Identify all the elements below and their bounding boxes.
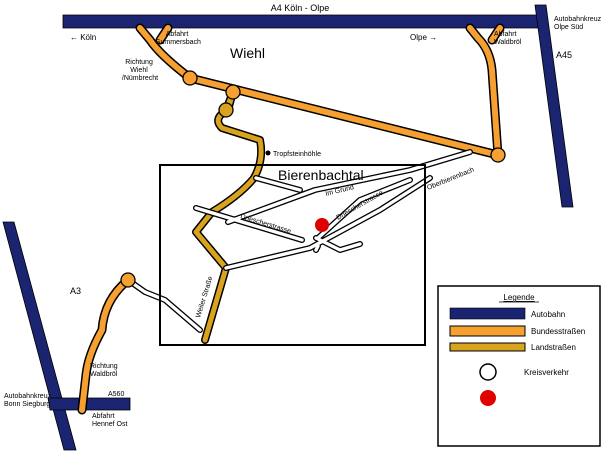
legend-label-landstrasse: Landstraßen (531, 343, 576, 352)
label-exit-hennef: Abfahrt Hennef Ost (92, 413, 127, 428)
legend-destination-icon (480, 390, 496, 406)
legend-title: Legende (503, 293, 535, 302)
autobahn-a45 (534, 4, 574, 208)
roundabout-wiehl-south (218, 102, 234, 118)
roundabout-wiehl-west (182, 70, 198, 86)
tropfsteinhoehle-dot (265, 150, 271, 156)
legend-label-roundabout: Kreisverkehr (524, 368, 569, 377)
label-arrow-olpe: Olpe → (410, 33, 437, 42)
roundabout-wiehl-east (225, 84, 241, 100)
label-tropfsteinhoehle: Tropfsteinhöhle (273, 151, 321, 158)
label-richtung-wiehl: Richtung Wiehl /Nümbrecht (122, 59, 158, 82)
label-a45: A45 (556, 50, 572, 60)
legend-swatch-bundesstrasse (449, 325, 526, 337)
label-exit-gummersbach: Abfahrt Gummersbach (155, 31, 201, 46)
autobahn-roads (2, 4, 574, 451)
label-oberbierenbach: Oberbierenbach (426, 167, 475, 192)
bierenbachtal-frame (159, 164, 426, 346)
legend-label-bundesstrasse: Bundesstraßen (531, 327, 585, 336)
legend-label-autobahn: Autobahn (531, 310, 565, 319)
label-kreuz-bonn: Autobahnkreuz Bonn Siegburg (4, 393, 53, 408)
label-exit-waldbroel-top: Abfahrt Waldbröl (494, 31, 522, 46)
label-driescher-2: Driescherstrasse (336, 189, 385, 221)
label-kreuz-olpe: Autobahnkreuz Olpe Süd (554, 16, 603, 31)
label-a4: A4 Köln - Olpe (271, 3, 330, 13)
roundabouts (120, 70, 506, 288)
autobahn-a3 (2, 221, 77, 451)
label-a560: A560 (108, 391, 124, 398)
label-bierenbachtal: Bierenbachtal (278, 167, 364, 183)
label-richtung-waldbroel: Richtung Waldbröl (90, 363, 120, 378)
roundabout-waldbroel (490, 147, 506, 163)
label-wiehl: Wiehl (230, 45, 265, 61)
legend: Legende Autobahn Bundesstraßen Landstraß… (437, 285, 601, 447)
label-arrow-koeln: ← Köln (70, 33, 96, 42)
label-a3: A3 (70, 286, 81, 296)
legend-roundabout-icon (479, 363, 497, 381)
legend-swatch-landstrasse (449, 342, 526, 352)
roundabout-a3 (120, 272, 136, 288)
legend-swatch-autobahn (449, 307, 526, 320)
local-roads (125, 149, 473, 333)
autobahn-a560 (47, 397, 131, 411)
destination-marker (315, 218, 329, 232)
